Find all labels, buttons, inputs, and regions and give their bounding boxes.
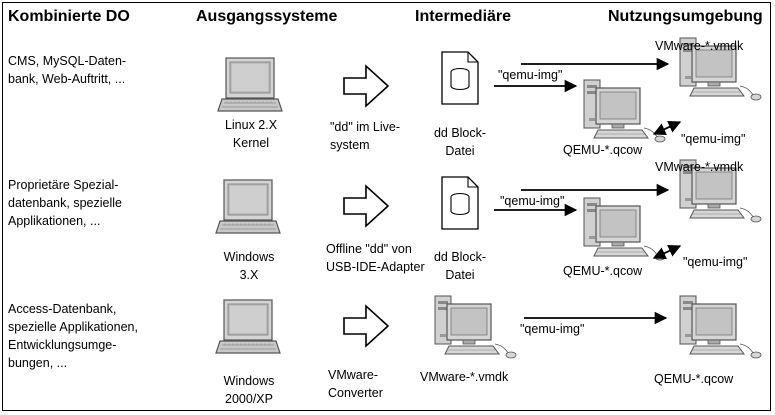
convert-arrow: [652, 121, 682, 135]
header-intermediates: Intermediäre: [415, 8, 512, 25]
row1-qemu-top-label: "qemu-img": [498, 68, 563, 82]
windows2000-computer-icon: [215, 299, 281, 354]
row2-description: Proprietäre Spezial-datenbank, spezielle…: [8, 178, 122, 228]
block-arrow-icon: [343, 305, 389, 347]
windows3-computer-icon: [215, 179, 281, 234]
dd-block-file-icon: [441, 51, 479, 105]
row2-intermediate-label: dd Block-Datei: [433, 250, 487, 282]
qemu-computer-icon: [679, 295, 762, 359]
block-arrow-icon: [343, 65, 389, 107]
row2-vmdk-label: VMware-*.vmdk: [655, 160, 744, 174]
row1-qemu-bottom-label: "qemu-img": [681, 132, 746, 146]
qemu-computer-icon: [583, 79, 666, 143]
row3-qcow-label: QEMU-*.qcow: [654, 372, 734, 386]
row2-qemu-top-label: "qemu-img": [500, 194, 565, 208]
diagram-frame: [2, 2, 771, 411]
header-source-systems: Ausgangssysteme: [196, 8, 338, 25]
dd-block-file-icon: [441, 176, 479, 230]
row1-description: CMS, MySQL-Daten-bank, Web-Auftritt, ...: [8, 54, 127, 86]
vmware-source-computer-icon: [434, 295, 517, 359]
row3-method-label: VMware-Converter: [328, 368, 383, 400]
row3-intermediate-vmdk-label: VMware-*.vmdk: [420, 370, 509, 384]
header-usage-environment: Nutzungsumgebung: [608, 8, 763, 25]
row1-intermediate-label: dd Block-Datei: [433, 126, 487, 158]
row3-description: Access-Datenbank,spezielle Applikationen…: [8, 302, 138, 370]
header-combined-do: Kombinierte DO: [8, 8, 130, 25]
linux-computer-icon: [217, 57, 283, 112]
row3-qemu-label: "qemu-img": [520, 322, 585, 336]
convert-arrow: [652, 245, 682, 259]
block-arrow-icon: [343, 185, 389, 227]
row2-qemu-bottom-label: "qemu-img": [683, 255, 748, 269]
row1-method-label: "dd" im Live-system: [330, 120, 401, 152]
row1-qcow-label: QEMU-*.qcow: [563, 143, 643, 157]
row1-vmdk-label: VMware-*.vmdk: [655, 39, 744, 53]
qemu-computer-icon: [583, 197, 666, 261]
row2-qcow-label: QEMU-*.qcow: [563, 264, 643, 278]
